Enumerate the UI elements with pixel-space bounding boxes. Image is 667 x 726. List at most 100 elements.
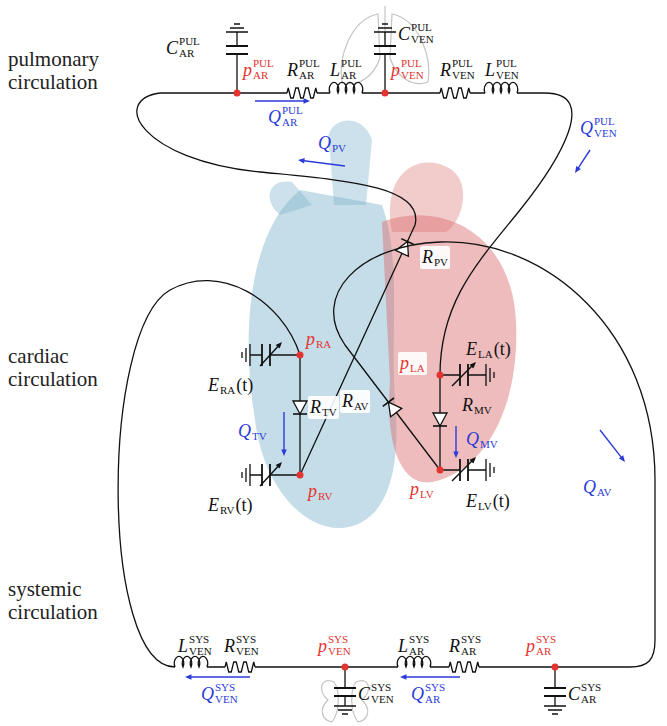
- superscript: SYS: [189, 634, 212, 646]
- diode-triangle: [293, 401, 307, 414]
- subscript: TV: [322, 407, 337, 419]
- symbol-base: R: [462, 396, 473, 414]
- arrow-head: [298, 158, 305, 163]
- symbol-base: p: [318, 637, 327, 655]
- pressure-node: [234, 90, 241, 97]
- pressure-node: [382, 90, 389, 97]
- index-stack: SYSVEN: [189, 634, 212, 657]
- index-stack: PULAR: [282, 105, 303, 128]
- capacitor-symbol: [544, 688, 566, 696]
- index-stack: RA: [316, 328, 331, 351]
- wire: [118, 281, 300, 667]
- pressure-node: [297, 472, 304, 479]
- index-stack: TV: [252, 420, 267, 443]
- superscript: PUL: [411, 22, 434, 34]
- subscript: VEN: [496, 70, 519, 82]
- wire: [236, 32, 237, 93]
- wire: [554, 667, 555, 706]
- subscript: VEN: [189, 646, 212, 658]
- arrow-head: [185, 674, 191, 679]
- symbol-label: QAV: [583, 476, 611, 499]
- flow-arrow: [283, 412, 284, 452]
- symbol-label: pLV: [410, 478, 434, 501]
- superscript: PUL: [401, 58, 424, 70]
- symbol-base: R: [342, 392, 353, 410]
- symbol-label: QPULVEN: [580, 116, 617, 139]
- symbol-label: LPULAR: [330, 58, 362, 81]
- wire: [250, 354, 300, 355]
- subscript: VEN: [411, 34, 434, 46]
- symbol-base: R: [422, 248, 433, 266]
- flow-arrow: [455, 426, 456, 454]
- arrow-head: [453, 452, 458, 458]
- subscript: AR: [536, 646, 556, 658]
- resistor-symbol: [440, 88, 470, 98]
- flow-arrow: [260, 345, 279, 366]
- symbol-base: Q: [411, 685, 424, 703]
- symbol-base: E: [208, 376, 219, 394]
- diode-bar: [293, 413, 307, 415]
- flow-arrow: [189, 676, 250, 677]
- diode-bar: [433, 425, 447, 427]
- flow-arrow: [452, 365, 473, 386]
- symbol-label: QPULAR: [268, 105, 303, 128]
- symbol-base: p: [526, 637, 535, 655]
- diode-symbol: [396, 239, 414, 257]
- symbol-base: E: [208, 496, 219, 514]
- symbol-base: C: [358, 685, 370, 703]
- symbol-base: p: [410, 480, 419, 498]
- symbol-label: CSYSAR: [568, 682, 601, 705]
- time-argument: (t): [235, 496, 252, 514]
- index-stack: SYSAR: [461, 634, 481, 657]
- superscript: PUL: [341, 58, 362, 70]
- subscript: AR: [341, 70, 362, 82]
- index-stack: AV: [597, 476, 611, 499]
- symbol-base: Q: [268, 108, 281, 126]
- section-title: systemic circulation: [8, 578, 126, 624]
- superscript: SYS: [215, 682, 238, 694]
- superscript: PUL: [496, 58, 519, 70]
- symbol-base: p: [306, 330, 315, 348]
- subscript: AR: [425, 694, 445, 706]
- left-kidney: [321, 681, 338, 722]
- time-argument: (t): [236, 376, 253, 394]
- ground-symbol: [242, 464, 250, 486]
- symbol-label: pPULAR: [243, 58, 274, 81]
- symbol-label: ELA(t): [466, 338, 511, 361]
- subscript: PV: [332, 143, 346, 155]
- pressure-node: [437, 467, 444, 474]
- resistor-symbol: [449, 662, 479, 672]
- subscript: AR: [581, 694, 601, 706]
- symbol-label: ELV(t): [466, 490, 510, 513]
- symbol-base: E: [466, 340, 477, 358]
- symbol-label: RPULVEN: [440, 58, 475, 81]
- variable-capacitor: [460, 459, 468, 481]
- subscript: VEN: [401, 70, 424, 82]
- arrow-head: [276, 462, 282, 469]
- heart-illustration: [249, 121, 517, 528]
- subscript: TV: [252, 431, 267, 443]
- symbol-label: LSYSVEN: [178, 634, 212, 657]
- superscript: SYS: [461, 634, 481, 646]
- symbol-base: C: [568, 685, 580, 703]
- index-stack: PULVEN: [452, 58, 475, 81]
- flow-arrow: [452, 460, 473, 481]
- index-stack: PULAR: [341, 58, 362, 81]
- index-stack: PULAR: [179, 36, 200, 59]
- symbol-base: Q: [580, 119, 593, 137]
- superscript: SYS: [236, 634, 259, 646]
- variable-capacitor: [460, 364, 468, 386]
- ground-symbol: [486, 459, 494, 481]
- symbol-label: RMV: [462, 394, 492, 417]
- pressure-node: [297, 352, 304, 359]
- symbol-label: RSYSAR: [449, 634, 481, 657]
- index-stack: SYSAR: [425, 682, 445, 705]
- resistor-symbol: [287, 88, 317, 98]
- ground-symbol: [334, 706, 356, 714]
- superscript: SYS: [371, 682, 394, 694]
- ground-symbol: [374, 24, 396, 32]
- section-title: cardiac circulation: [8, 345, 126, 391]
- wire: [160, 92, 545, 93]
- wire: [344, 667, 345, 706]
